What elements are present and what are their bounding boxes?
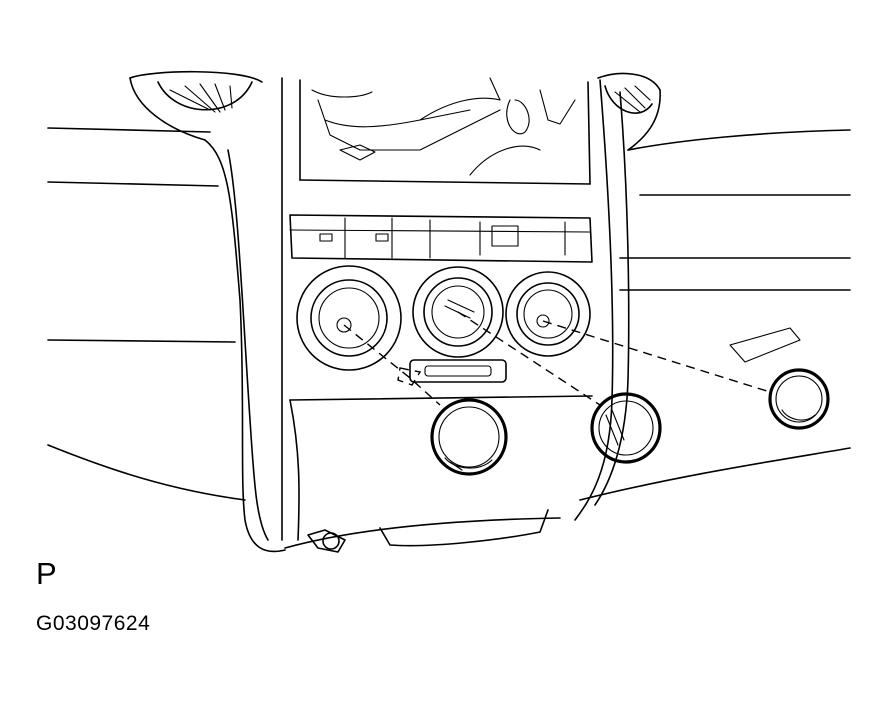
knob-left	[430, 398, 508, 476]
knob-right	[768, 368, 830, 430]
dashboard-outline	[47, 127, 851, 501]
center-console-bezel	[204, 77, 630, 553]
figure-code: G03097624	[36, 612, 151, 635]
alignment-lines	[343, 311, 771, 406]
radio-opening-wiring	[311, 77, 576, 176]
right-air-vent	[597, 72, 661, 151]
view-label: P	[36, 556, 57, 591]
heater-control-panel	[296, 265, 591, 383]
switch-panel	[289, 214, 593, 263]
heater-control-knobs	[430, 368, 830, 476]
knob-center	[590, 392, 662, 464]
left-air-vent	[129, 70, 263, 141]
lower-bracket	[307, 529, 346, 553]
